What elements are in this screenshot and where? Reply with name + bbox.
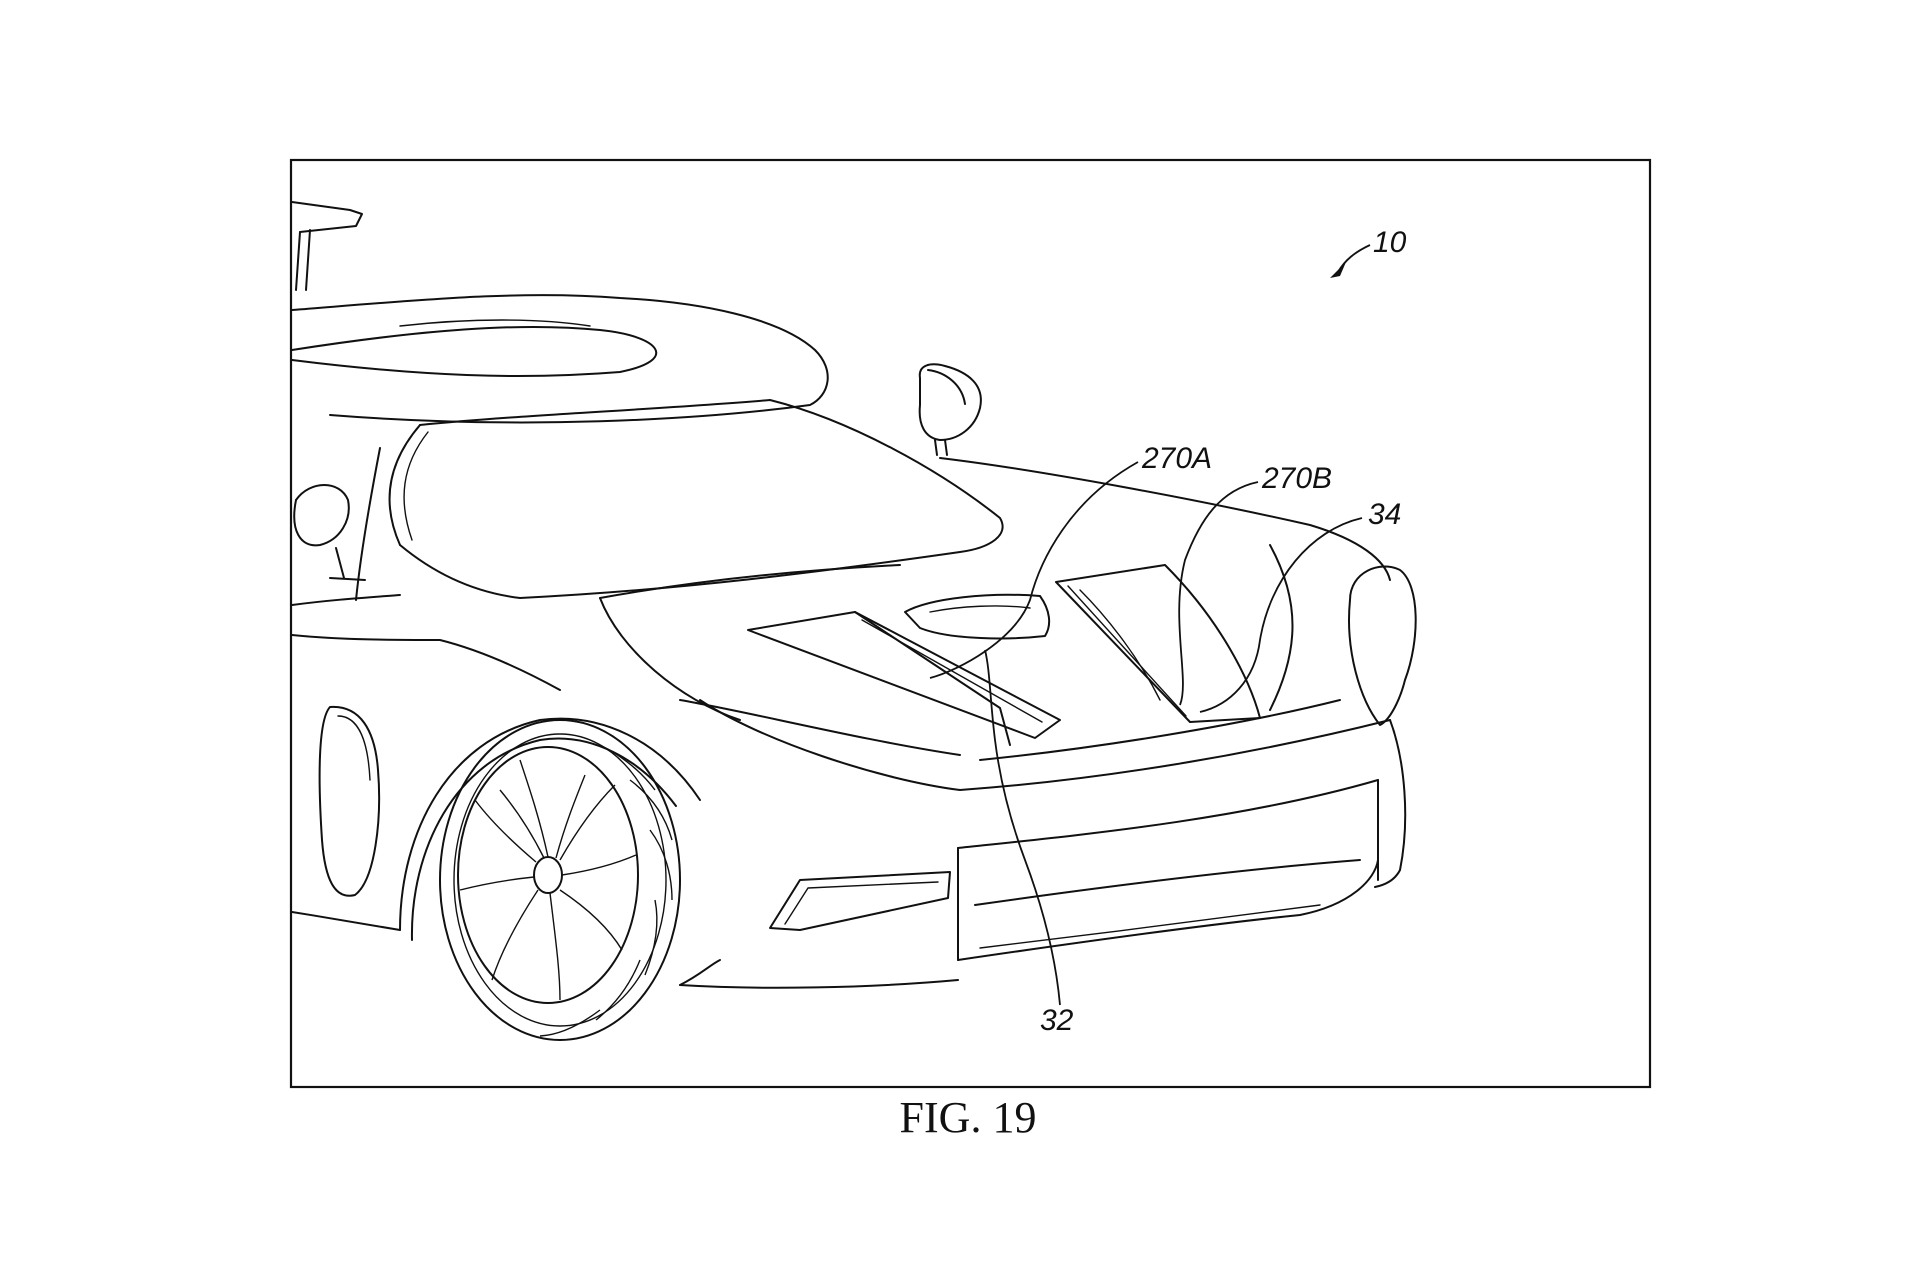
figure-frame — [289, 158, 1652, 1089]
reference-label-270b: 270B — [1261, 462, 1332, 495]
reference-270b-callout: 270B — [1178, 462, 1332, 706]
reference-10-callout: 10 — [1330, 226, 1407, 278]
reference-32-callout: 32 — [984, 649, 1074, 1037]
reference-label-32: 32 — [1040, 1004, 1074, 1037]
vehicle-illustration — [291, 201, 1417, 1041]
figure-caption: FIG. 19 — [900, 1093, 1037, 1142]
reference-label-34: 34 — [1368, 498, 1401, 531]
reference-270a-callout: 270A — [929, 442, 1212, 679]
reference-label-270a: 270A — [1141, 442, 1212, 475]
reference-34-callout: 34 — [1199, 498, 1401, 713]
reference-label-10: 10 — [1373, 226, 1407, 259]
